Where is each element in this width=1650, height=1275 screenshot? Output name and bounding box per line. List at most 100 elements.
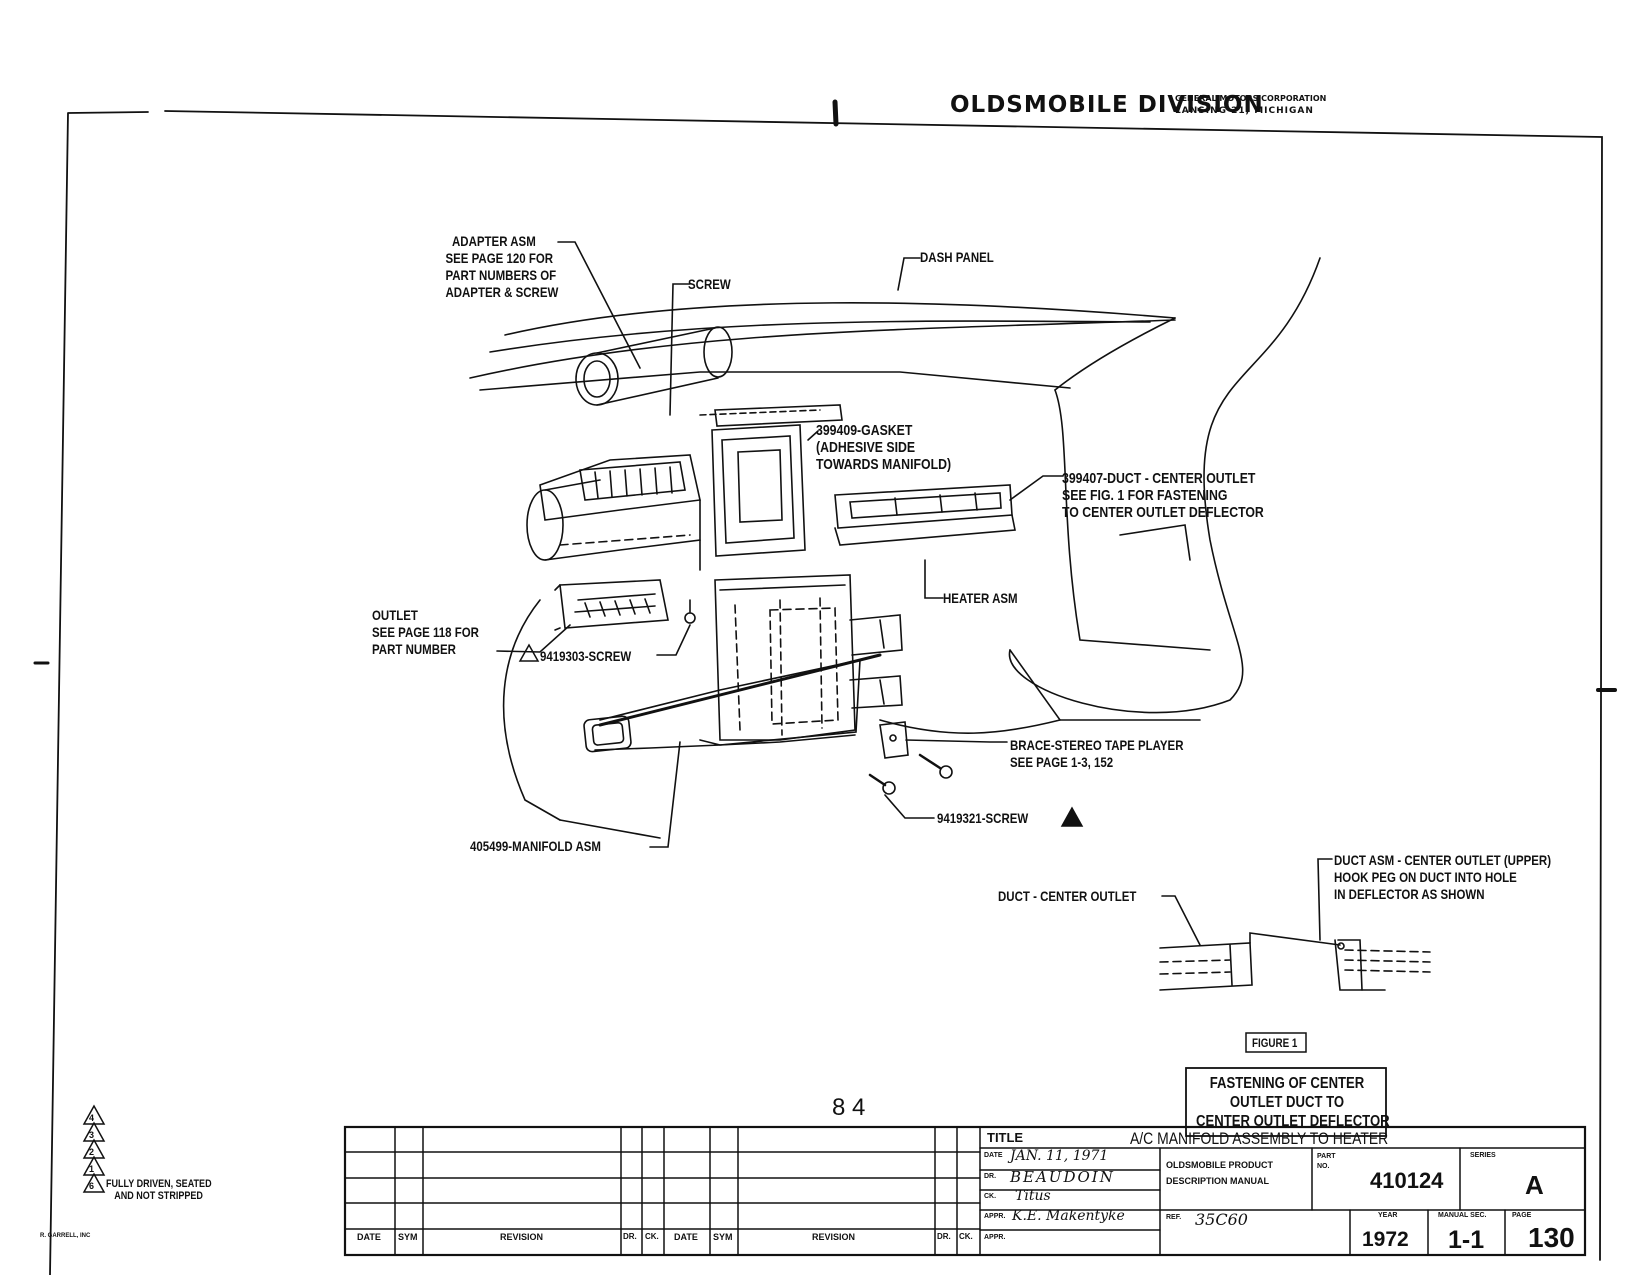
figure-caption-line-2: OUTLET DUCT TO <box>1229 1094 1345 1111</box>
revision-marker-4: 4 <box>89 1113 95 1123</box>
figure-duct-asm-line-2: HOOK PEG ON DUCT INTO HOLE <box>1334 869 1517 885</box>
revision-marker-2: 2 <box>89 1147 95 1157</box>
caption-box <box>1185 1067 1387 1137</box>
ref-value: 35C60 <box>1195 1210 1248 1229</box>
figure-duct-asm: DUCT ASM - CENTER OUTLET (UPPER) HOOK PE… <box>1334 852 1551 903</box>
page-value: 130 <box>1528 1222 1575 1253</box>
figure-caption: FASTENING OF CENTER OUTLET DUCT TO CENTE… <box>1196 1074 1390 1131</box>
year-value: 1972 <box>1362 1228 1409 1251</box>
manifold-shape <box>583 653 882 753</box>
callout-outlet-line-2: SEE PAGE 118 FOR <box>372 624 479 640</box>
callout-adapter: ADAPTER ASM SEE PAGE 120 FOR PART NUMBER… <box>445 233 558 301</box>
callout-adapter-line-4: ADAPTER & SCREW <box>445 284 559 300</box>
drawing-title: A/C MANIFOLD ASSEMBLY TO HEATER <box>1130 1129 1389 1148</box>
callout-center-duct-line-2: SEE FIG. 1 FOR FASTENING <box>1062 487 1228 504</box>
driven-note-line-1: FULLY DRIVEN, SEATED <box>106 1178 212 1190</box>
brace-screws-shape <box>868 721 953 795</box>
figure-tag: FIGURE 1 <box>1252 1036 1298 1050</box>
callout-screw: SCREW <box>688 276 731 292</box>
ck-label: CK. <box>984 1193 997 1200</box>
rev-header-ck-2: CK. <box>959 1232 973 1241</box>
callout-brace: BRACE-STEREO TAPE PLAYER SEE PAGE 1-3, 1… <box>1010 737 1184 771</box>
dr-value: BEAUDOIN <box>1010 1168 1115 1186</box>
page-label: PAGE <box>1512 1212 1532 1219</box>
gasket-shape <box>699 404 843 557</box>
division-name: OLDSMOBILE DIVISION <box>950 92 1264 118</box>
figure-duct-asm-line-1: DUCT ASM - CENTER OUTLET (UPPER) <box>1334 852 1552 868</box>
callout-heater: HEATER ASM <box>943 590 1018 606</box>
rev-header-sym-2: SYM <box>713 1232 733 1242</box>
callout-screw-2: 9419321-SCREW <box>937 810 1029 826</box>
callout-dash-panel: DASH PANEL <box>920 249 994 265</box>
figure-caption-line-1: FASTENING OF CENTER <box>1209 1075 1365 1092</box>
callout-gasket-line-2: (ADHESIVE SIDE <box>816 439 916 456</box>
center-duct-shape <box>834 484 1016 546</box>
revision-marker-6: 6 <box>89 1181 95 1191</box>
callout-brace-line-2: SEE PAGE 1-3, 152 <box>1010 754 1114 770</box>
dash-panel-shape <box>469 257 1321 839</box>
page-number: 8 4 <box>832 1094 866 1121</box>
rev-header-ck-1: CK. <box>645 1232 659 1241</box>
figure-1-drawing <box>1159 932 1431 991</box>
adapter-tube-shape <box>575 326 733 406</box>
revision-marker-3: 3 <box>89 1130 95 1140</box>
manual-line-1: OLDSMOBILE PRODUCT <box>1166 1160 1273 1170</box>
rev-header-revision-1: REVISION <box>500 1232 544 1242</box>
callout-adapter-line-2: SEE PAGE 120 FOR <box>445 250 554 266</box>
dr-label: DR. <box>984 1173 997 1180</box>
callout-center-duct: 399407-DUCT - CENTER OUTLET SEE FIG. 1 F… <box>1062 470 1264 521</box>
rev-header-sym-1: SYM <box>398 1232 418 1242</box>
callout-center-duct-line-1: 399407-DUCT - CENTER OUTLET <box>1062 470 1256 487</box>
rev-header-revision-2: REVISION <box>812 1232 856 1242</box>
appr2-label: APPR. <box>984 1234 1006 1241</box>
figure-tag-box <box>1245 1032 1307 1053</box>
year-label: YEAR <box>1378 1212 1398 1219</box>
rev-header-date-1: DATE <box>357 1232 381 1242</box>
callout-gasket-line-1: 399409-GASKET <box>816 422 913 439</box>
series-label: SERIES <box>1470 1152 1496 1159</box>
corp-name: GENERAL MOTORS CORPORATION <box>1175 94 1327 103</box>
part-number: 410124 <box>1370 1168 1444 1193</box>
callout-outlet: OUTLET SEE PAGE 118 FOR PART NUMBER <box>372 607 479 658</box>
figure-duct-asm-line-3: IN DEFLECTOR AS SHOWN <box>1334 886 1485 902</box>
leader-lines <box>496 241 1333 946</box>
manual-sec-label: MANUAL SEC. <box>1438 1212 1487 1219</box>
manual-line-2: DESCRIPTION MANUAL <box>1166 1176 1269 1186</box>
date-label: DATE <box>984 1152 1003 1159</box>
callout-adapter-line-3: PART NUMBERS OF <box>445 267 557 283</box>
callout-manifold: 405499-MANIFOLD ASM <box>470 838 601 854</box>
corp-city: LANSING 21, MICHIGAN <box>1175 106 1314 116</box>
part-label: PART NO. <box>1317 1153 1336 1170</box>
title-label: TITLE <box>987 1130 1024 1145</box>
manual-sec-value: 1-1 <box>1448 1226 1485 1254</box>
revision-marker-1: 1 <box>89 1164 95 1174</box>
appr-label: APPR. <box>984 1213 1006 1220</box>
title-block-grid <box>343 1125 1587 1257</box>
date-value: JAN. 11, 1971 <box>1010 1148 1109 1164</box>
triangle-markers <box>82 643 1084 1193</box>
callout-outlet-screw: 9419303-SCREW <box>540 648 632 664</box>
rev-header-dr-1: DR. <box>623 1232 637 1241</box>
revision-marker-list: 4 3 2 1 6 <box>89 1110 94 1195</box>
rev-header-dr-2: DR. <box>937 1232 951 1241</box>
appr-value: K.E. Makentyke <box>1012 1208 1125 1224</box>
driven-note: FULLY DRIVEN, SEATED AND NOT STRIPPED <box>106 1178 212 1202</box>
sheet-border <box>49 110 1603 1275</box>
figure-duct-label: DUCT - CENTER OUTLET <box>998 888 1137 904</box>
series-value: A <box>1525 1170 1544 1200</box>
callout-outlet-line-3: PART NUMBER <box>372 641 456 657</box>
ref-label: REF. <box>1166 1214 1182 1221</box>
callout-center-duct-line-3: TO CENTER OUTLET DEFLECTOR <box>1062 504 1264 521</box>
printer-mark: R. GARRELL, INC <box>40 1233 91 1239</box>
callout-gasket-line-3: TOWARDS MANIFOLD) <box>816 456 952 473</box>
figure-caption-line-3: CENTER OUTLET DEFLECTOR <box>1196 1113 1390 1130</box>
outlet-shape <box>554 579 696 631</box>
left-duct-shape <box>526 454 701 571</box>
driven-note-line-2: AND NOT STRIPPED <box>114 1190 203 1202</box>
callout-adapter-line-1: ADAPTER ASM <box>452 233 536 249</box>
callout-outlet-line-1: OUTLET <box>372 607 418 623</box>
callout-gasket: 399409-GASKET (ADHESIVE SIDE TOWARDS MAN… <box>816 422 951 473</box>
ck-value: Titus <box>1015 1188 1051 1204</box>
rev-header-date-2: DATE <box>674 1232 698 1242</box>
